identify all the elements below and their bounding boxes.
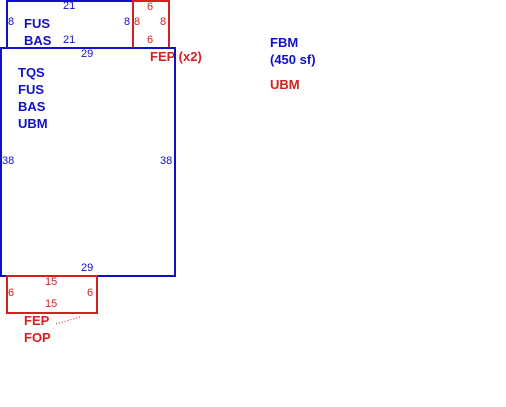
top-right-dim-left: 8	[134, 16, 141, 28]
bottom-dim-bottom: 15	[45, 298, 58, 310]
main-label-ubm: UBM	[18, 116, 48, 131]
main-labels: TQS FUS BAS UBM	[18, 64, 48, 132]
top-right-dim-top: 6	[147, 1, 154, 13]
legend-fbm: FBM (450 sf)	[270, 34, 316, 68]
legend-fbm-label: FBM	[270, 35, 299, 50]
main-label-fus: FUS	[18, 82, 44, 97]
bottom-dim-right: 6	[87, 287, 94, 299]
top-left-labels: FUS BAS	[24, 15, 51, 49]
main-dim-right: 38	[160, 155, 173, 167]
bottom-labels: FEP FOP	[24, 312, 51, 346]
legend-ubm: UBM	[270, 77, 300, 92]
top-left-dim-top: 21	[63, 0, 76, 12]
top-left-label-bas: BAS	[24, 33, 52, 48]
main-dim-top: 29	[81, 48, 94, 60]
bottom-dim-left: 6	[8, 287, 15, 299]
bottom-dim-top: 15	[45, 276, 58, 288]
top-right-dim-right: 8	[160, 16, 167, 28]
bottom-area	[6, 275, 98, 314]
top-left-label-fus: FUS	[24, 16, 50, 31]
top-left-dim-right: 8	[124, 16, 131, 28]
main-dim-bottom: 29	[81, 262, 94, 274]
bottom-label-fop: FOP	[24, 330, 51, 345]
top-right-dim-bottom: 6	[147, 34, 154, 46]
bottom-label-fep: FEP	[24, 313, 50, 328]
legend-fbm-area: (450 sf)	[270, 52, 316, 67]
main-dim-left: 38	[2, 155, 15, 167]
top-left-dim-bottom: 21	[63, 34, 76, 46]
top-left-dim-left: 8	[8, 16, 15, 28]
main-label-bas: BAS	[18, 99, 46, 114]
main-label-tqs: TQS	[18, 65, 45, 80]
